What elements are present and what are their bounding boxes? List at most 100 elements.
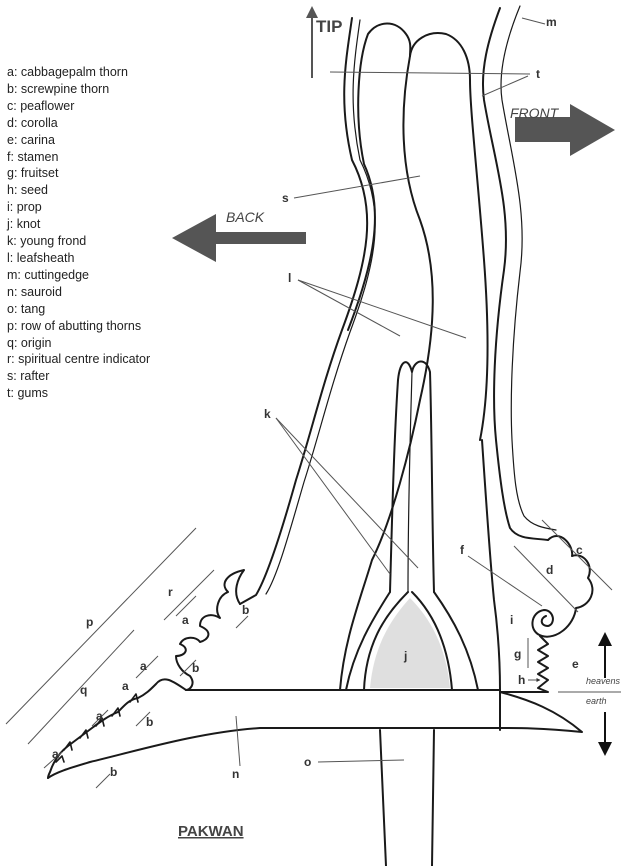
thorn-row-back [175, 569, 245, 691]
heavens-arrow [598, 632, 612, 678]
fruitset-thorns [499, 635, 549, 693]
label-l: l [288, 271, 291, 285]
leader-k2 [275, 417, 419, 569]
label-k: k [264, 407, 271, 421]
thorn-teeth [55, 693, 139, 763]
label-q: q [80, 683, 87, 697]
label-g: g [514, 647, 521, 661]
peaflower-spiral [531, 535, 594, 638]
front-arrow [515, 104, 615, 156]
label-b1: b [242, 603, 249, 617]
label-t: t [536, 67, 540, 81]
dim-d [513, 545, 579, 613]
leader-s [293, 175, 421, 199]
blade-back-inner [265, 19, 376, 595]
dim-b4 [95, 773, 111, 789]
leader-t2 [481, 75, 529, 97]
leafsheath-front [481, 439, 501, 691]
dim-a1 [175, 595, 197, 617]
dim-b1 [235, 615, 249, 629]
legend-item: i: prop [7, 200, 42, 215]
legend-item: n: sauroid [7, 284, 62, 299]
legend-item: s: rafter [7, 369, 50, 384]
legend: a: cabbagepalm thorn b: screwpine thorn … [7, 64, 150, 402]
dim-c [541, 519, 613, 591]
back-label: BACK [226, 209, 265, 225]
heavens-label: heavens [586, 676, 621, 686]
front-label: FRONT [510, 105, 560, 121]
legend-item: q: origin [7, 335, 52, 350]
young-frond-divider [407, 371, 413, 593]
tip-label: TIP [316, 17, 342, 36]
label-b2: b [192, 661, 199, 675]
tip-arrow-head [306, 6, 318, 18]
tang-outline [379, 729, 435, 866]
guard-lower [499, 691, 583, 733]
label-c: c [576, 543, 583, 557]
blade-front-edge [481, 7, 549, 541]
legend-item: c: peaflower [7, 98, 75, 113]
dim-b3 [135, 711, 151, 727]
label-n: n [232, 767, 239, 781]
page-title: PAKWAN [178, 823, 244, 840]
sauroid-outline [47, 727, 501, 779]
label-d: d [546, 563, 553, 577]
leader-f [467, 555, 543, 607]
leafsheath-left [345, 591, 391, 691]
leader-m [521, 17, 546, 25]
back-arrow [172, 214, 306, 262]
label-s: s [282, 191, 289, 205]
dim-a2 [135, 655, 159, 679]
dim-a4 [43, 751, 63, 769]
earth-arrow [598, 712, 612, 756]
legend-item: j: knot [7, 217, 41, 232]
legend-item: e: carina [7, 132, 55, 147]
leader-l1 [297, 279, 401, 337]
young-frond [389, 360, 435, 593]
blade-back-edge [239, 17, 369, 605]
legend-item: l: leafsheath [7, 250, 75, 265]
leafsheath-right [433, 591, 479, 691]
leader-o [317, 759, 405, 763]
label-a1: a [182, 613, 189, 627]
blade-front-inner [500, 5, 557, 531]
label-a3: a [122, 679, 129, 693]
label-o: o [304, 755, 311, 769]
legend-item: a: cabbagepalm thorn [7, 65, 128, 79]
leader-n [235, 715, 241, 767]
thorn-row-lower [47, 678, 187, 779]
legend-item: d: corolla [7, 115, 58, 130]
leader-l2 [297, 279, 467, 339]
legend-item: p: row of abutting thorns [7, 318, 142, 333]
label-b3: b [146, 715, 153, 729]
legend-item: k: young frond [7, 234, 87, 249]
label-a5: a [52, 747, 59, 761]
leader-k1 [275, 417, 391, 575]
dim-q [27, 629, 135, 745]
label-r: r [168, 585, 173, 599]
label-a2: a [140, 659, 147, 673]
label-b4: b [110, 765, 117, 779]
legend-item: r: spiritual centre indicator [7, 352, 151, 367]
label-j: j [403, 649, 407, 663]
label-h: h [518, 673, 525, 687]
label-a4: a [96, 709, 103, 723]
label-i: i [510, 613, 513, 627]
legend-item: f: stamen [7, 149, 59, 164]
legend-item: m: cuttingedge [7, 267, 90, 282]
rafter-center-line [339, 55, 434, 691]
label-e: e [572, 657, 579, 671]
earth-label: earth [586, 696, 607, 706]
dim-p [5, 527, 197, 725]
dim-b2 [179, 659, 197, 677]
label-p: p [86, 615, 93, 629]
legend-item: o: tang [7, 301, 46, 316]
guard-line [185, 689, 501, 731]
legend-item: b: screwpine thorn [7, 81, 110, 96]
legend-item: h: seed [7, 183, 49, 198]
rafter-left-lobe [347, 22, 412, 331]
dim-a3 [91, 709, 109, 727]
knot-fill [370, 598, 450, 688]
